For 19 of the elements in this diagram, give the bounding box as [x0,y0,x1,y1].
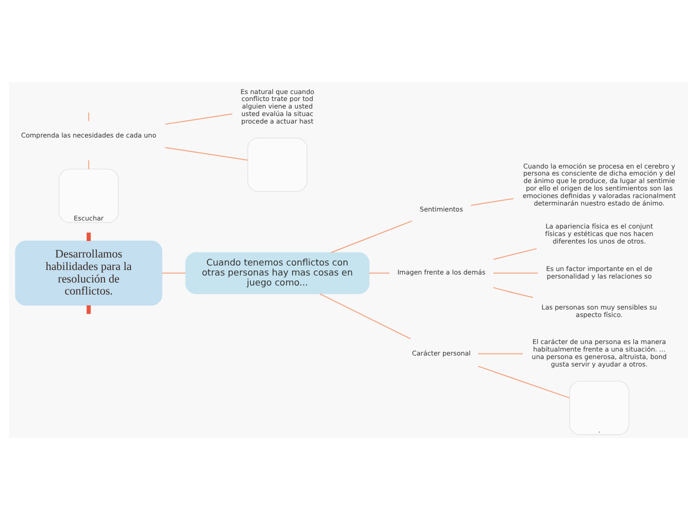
connector [478,366,570,398]
connector [319,293,412,340]
connector [162,272,186,274]
connector [86,305,91,314]
node-box [247,138,308,192]
connector [88,112,90,122]
node-box: Desarrollamos habilidades para la resolución de conflictos. [15,240,162,306]
connector [164,113,233,125]
connector [330,220,413,253]
node-box: Cuando tenemos conflictos con otras personas hay mas cosas en juego como... [185,252,370,294]
connector [492,287,534,298]
connector [164,147,248,161]
connector [470,198,514,206]
connector [492,248,538,260]
connector [478,353,524,354]
connector [86,232,91,242]
connector [492,272,538,274]
connector [368,272,390,274]
connector [88,160,90,170]
